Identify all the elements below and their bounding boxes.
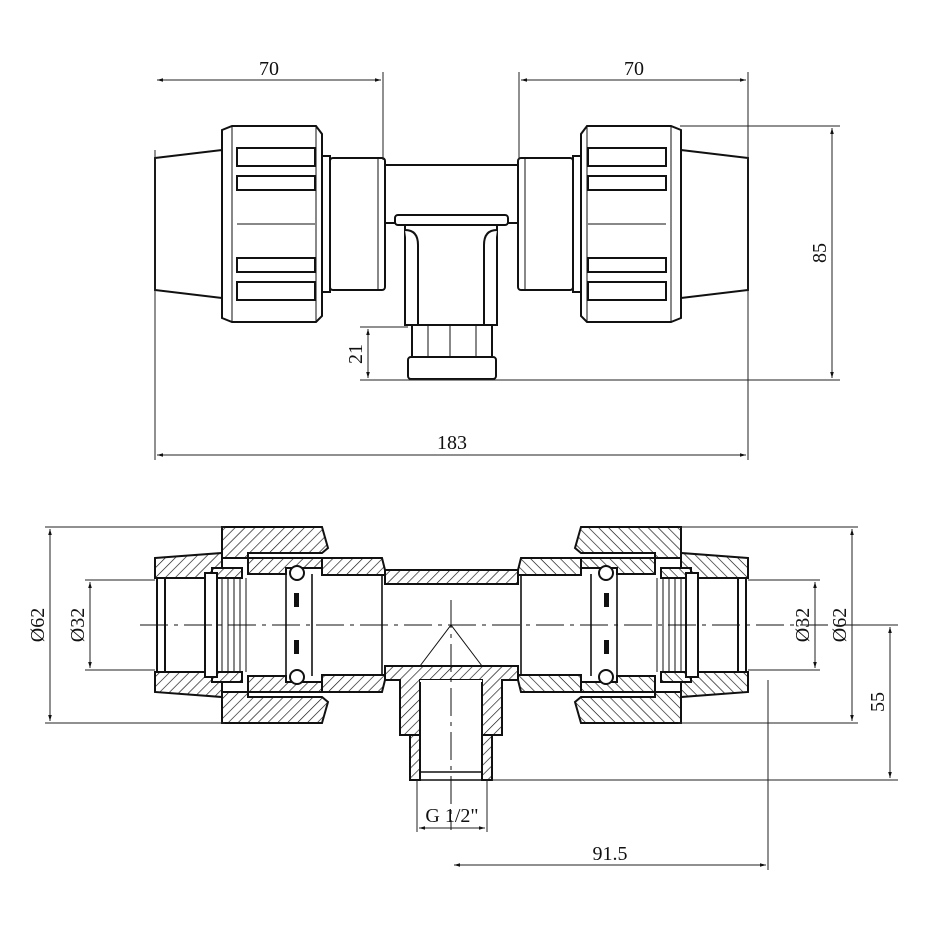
top-view: 70 70 183 85 21 <box>154 58 840 460</box>
dim-half-length: 91.5 <box>593 843 628 865</box>
section-view: Ø62 Ø32 Ø32 Ø62 55 G 1/2" 91.5 <box>27 526 898 870</box>
dim-branch-height: 55 <box>867 692 889 712</box>
dim-branch: 21 <box>345 344 367 364</box>
top-dimensions: 70 70 183 85 21 <box>154 58 840 460</box>
dim-right-inner-diameter: Ø32 <box>792 608 814 642</box>
dim-total-length: 183 <box>437 432 467 454</box>
dim-height: 85 <box>809 243 831 263</box>
dim-left-outer-diameter: Ø62 <box>27 608 49 642</box>
dim-left-length: 70 <box>259 58 279 80</box>
centerlines <box>140 600 860 830</box>
section-dimensions: Ø62 Ø32 Ø32 Ø62 55 G 1/2" 91.5 <box>27 526 898 870</box>
right-coupling <box>517 125 749 323</box>
tee-body-section <box>384 569 519 781</box>
dim-right-length: 70 <box>624 58 644 80</box>
dim-left-inner-diameter: Ø32 <box>67 608 89 642</box>
left-coupling <box>154 125 386 323</box>
dim-right-outer-diameter: Ø62 <box>829 608 851 642</box>
tee-body <box>384 164 519 380</box>
dim-thread: G 1/2" <box>425 805 478 827</box>
